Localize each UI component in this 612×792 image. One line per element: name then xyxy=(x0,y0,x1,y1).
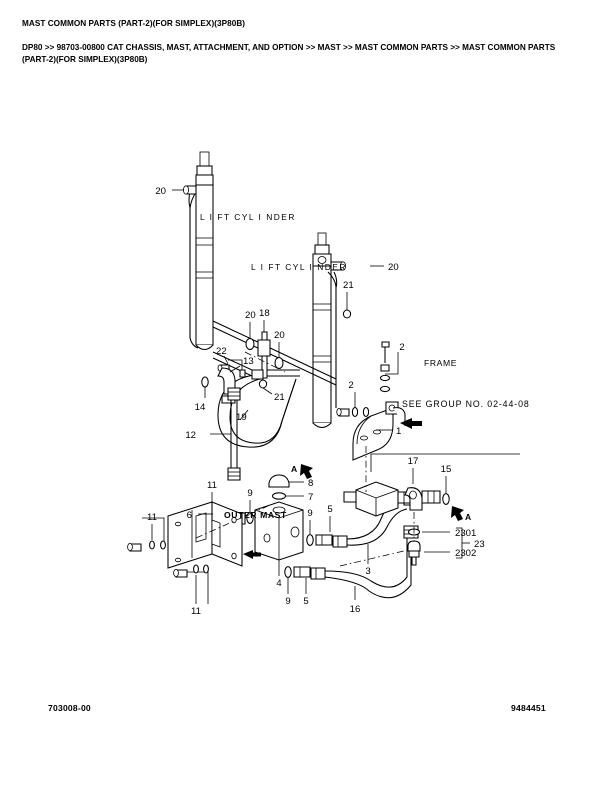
outer-mast-arrow xyxy=(243,550,261,559)
elbow-16-assembly xyxy=(404,487,450,566)
footer-page-number: 9484451 xyxy=(511,703,546,713)
callout-16: 17 xyxy=(408,456,419,467)
callout-2b: 2 xyxy=(399,342,404,353)
left-lift-cylinder xyxy=(182,151,214,351)
fastener-set-2-left xyxy=(336,406,370,418)
callout-1: 1 xyxy=(396,426,401,437)
callout-3: 3 xyxy=(365,566,370,577)
callout-21b: 21 xyxy=(274,392,285,403)
section-arrow-a2 xyxy=(451,506,464,521)
bracket-1 xyxy=(352,401,406,461)
callout-11b: 11 xyxy=(191,606,201,617)
label-outer-mast: OUTER MAST xyxy=(224,510,287,520)
label-lift-cylinder-right: L I FT CYL I NDER xyxy=(251,262,347,272)
callout-23: 23 xyxy=(474,539,485,550)
callout-20c: 20 xyxy=(245,310,256,321)
callout-14: 14 xyxy=(195,402,206,413)
callout-9b: 9 xyxy=(307,508,312,519)
fastener-set-2-right xyxy=(379,341,391,393)
breadcrumb: DP80 >> 98703-00800 CAT CHASSIS, MAST, A… xyxy=(22,43,556,65)
callout-9a: 9 xyxy=(247,488,252,499)
frame-arrow xyxy=(400,418,422,429)
section-mark-a2: A xyxy=(465,512,471,522)
callout-20d: 20 xyxy=(274,330,285,341)
valve-block-4 xyxy=(210,474,333,578)
valve-fitting-group xyxy=(343,481,413,517)
parts-exploded-diagram: L I FT CYL I NDER L I FT CYL I NDER FRAM… xyxy=(0,120,612,620)
callout-5b: 5 xyxy=(303,596,308,607)
callout-6: 6 xyxy=(187,510,192,521)
callout-15: 16 xyxy=(350,604,361,615)
callout-13: 13 xyxy=(243,356,254,367)
see-group-leader xyxy=(370,453,520,472)
callout-10: 11 xyxy=(207,480,217,491)
callout-21a: 21 xyxy=(343,280,354,291)
section-arrow-a1 xyxy=(300,464,313,479)
page-title: MAST COMMON PARTS (PART-2)(FOR SIMPLEX)(… xyxy=(22,19,246,28)
callout-7: 7 xyxy=(308,492,313,503)
mounting-plate-10 xyxy=(127,501,243,604)
callout-17: 15 xyxy=(441,464,452,475)
section-mark-a1: A xyxy=(291,464,297,474)
label-see-group: SEE GROUP NO. 02-44-08 xyxy=(402,399,530,409)
callout-4: 4 xyxy=(276,577,281,588)
callout-2302: 2302 xyxy=(455,548,476,559)
footer-document-number: 703008-00 xyxy=(48,703,91,713)
callout-11a: 11 xyxy=(147,512,157,523)
callout-9c: 9 xyxy=(285,596,290,607)
centerline-valve xyxy=(195,505,269,539)
callout-20b: 20 xyxy=(388,262,399,273)
callout-18: 18 xyxy=(259,308,270,319)
callout-2301: 2301 xyxy=(455,528,476,539)
label-frame: FRAME xyxy=(424,358,457,368)
cross-tube-assembly xyxy=(212,309,352,389)
callout-12: 12 xyxy=(185,430,196,441)
right-lift-cylinder xyxy=(312,232,346,429)
label-lift-cylinder-left: L I FT CYL I NDER xyxy=(200,212,296,222)
centerline-hose xyxy=(339,549,409,567)
callout-5a: 5 xyxy=(327,504,332,515)
callout-19: 19 xyxy=(236,412,247,423)
callout-20a: 20 xyxy=(155,186,166,197)
callout-22: 22 xyxy=(216,346,227,357)
leader-lines xyxy=(151,189,447,604)
callout-2a: 2 xyxy=(348,380,353,391)
callout-8: 8 xyxy=(308,478,313,489)
